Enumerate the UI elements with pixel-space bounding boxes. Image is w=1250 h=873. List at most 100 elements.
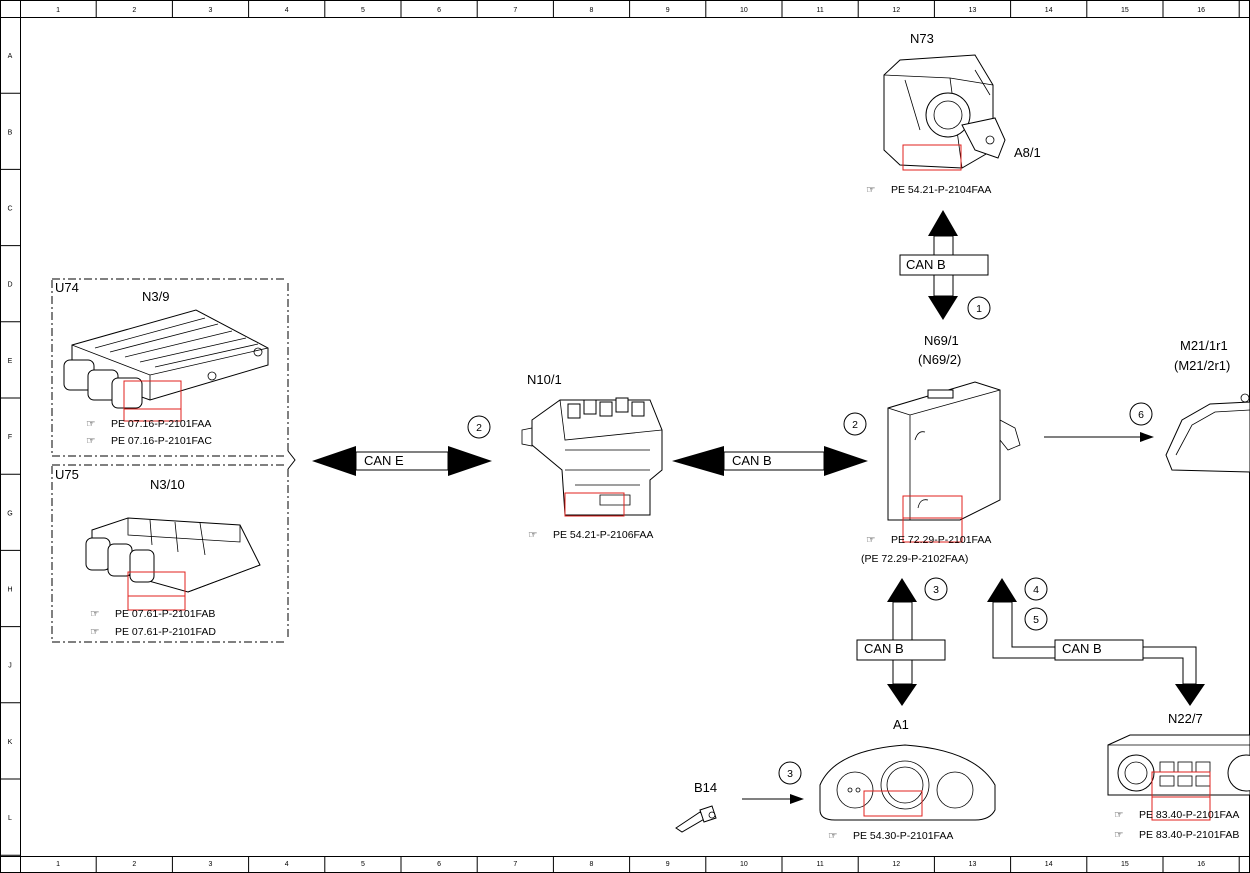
grid-column-number: 15 <box>1121 7 1129 14</box>
marker-6 <box>1129 402 1153 426</box>
can-e-link <box>312 446 492 476</box>
grid-column-number: 3 <box>209 7 213 14</box>
n10-1-ref-1: PE 54.21-P-2106FAA <box>553 529 653 541</box>
grid-column-ticks: 1122334455667788991010111112121313141415… <box>56 0 1240 873</box>
n3-9-ref-1: PE 07.16-P-2101FAA <box>111 418 211 430</box>
grid-column-number: 2 <box>132 7 136 14</box>
grid-column-number: 14 <box>1045 7 1053 14</box>
n69-1-label: N69/1 <box>924 333 959 348</box>
n73-highlight <box>902 144 962 171</box>
marker-3-bottom-text: 3 <box>787 768 793 780</box>
n69-1-module-drawing <box>887 381 1021 521</box>
a1-highlight <box>863 790 923 817</box>
grid-column-number: 12 <box>892 861 900 868</box>
n3-9-label: N3/9 <box>142 289 169 304</box>
can-b-right-label: CAN B <box>1062 641 1102 656</box>
n10-1-highlight <box>564 492 625 517</box>
can-b-mid-link <box>672 446 868 476</box>
a1-ref-1: PE 54.30-P-2101FAA <box>853 830 953 842</box>
n73-label: N73 <box>910 31 934 46</box>
n3-10-module-drawing <box>85 517 261 593</box>
grid-column-number: 8 <box>590 7 594 14</box>
grid-column-number: 10 <box>740 7 748 14</box>
can-b-down-label: CAN B <box>864 641 904 656</box>
a1-instrument-cluster-drawing <box>819 744 996 821</box>
grid-column-number: 13 <box>969 7 977 14</box>
marker-2-right <box>843 412 867 436</box>
n10-1-module-drawing <box>521 397 663 516</box>
grid-column-number: 5 <box>361 7 365 14</box>
grid-row-letter: B <box>8 129 13 136</box>
marker-5 <box>1024 607 1048 631</box>
grid-column-number: 9 <box>666 861 670 868</box>
n69-1-highlight-2 <box>902 517 963 543</box>
grid-column-number: 3 <box>209 861 213 868</box>
n3-9-module-drawing <box>63 309 269 409</box>
n69-1-ref-1: PE 72.29-P-2101FAA <box>891 534 991 546</box>
marker-4 <box>1024 577 1048 601</box>
marker-2-right-text: 2 <box>852 419 858 431</box>
grid-column-number: 7 <box>513 7 517 14</box>
grid-column-number: 15 <box>1121 861 1129 868</box>
grid-column-number: 8 <box>590 861 594 868</box>
grid-column-number: 5 <box>361 861 365 868</box>
marker-1-text: 1 <box>976 303 982 315</box>
n3-10-refs: ☞ PE 07.61-P-2101FAB ☞ PE 07.61-P-2101FA… <box>90 608 216 638</box>
grid-column-number: 12 <box>892 7 900 14</box>
n3-10-ref-1: PE 07.61-P-2101FAB <box>115 608 215 620</box>
can-b-down-link <box>856 578 946 706</box>
can-b-top-link <box>899 210 989 320</box>
grid-column-number: 4 <box>285 861 289 868</box>
grid-column-number: 6 <box>437 861 441 868</box>
grid-column-number: 6 <box>437 7 441 14</box>
marker-4-text: 4 <box>1033 584 1039 596</box>
group-u74-border <box>51 278 289 457</box>
n3-9-highlight-2 <box>123 408 182 422</box>
grid-column-number: 13 <box>969 861 977 868</box>
can-e-label: CAN E <box>364 453 404 468</box>
b14-arrowhead <box>790 794 804 804</box>
group-u75-label: U75 <box>55 467 79 482</box>
grid-row-letter: E <box>8 358 13 365</box>
n3-9-refs: ☞ PE 07.16-P-2101FAA ☞ PE 07.16-P-2101FA… <box>86 418 212 447</box>
n3-10-ref-2: PE 07.61-P-2101FAD <box>115 626 216 638</box>
n3-10-label: N3/10 <box>150 477 185 492</box>
n22-7-highlight-2 <box>1151 796 1211 821</box>
grid-column-number: 4 <box>285 7 289 14</box>
grid-column-number: 11 <box>816 7 823 14</box>
a8-1-label: A8/1 <box>1014 145 1041 160</box>
n73-ref-1: PE 54.21-P-2104FAA <box>891 184 991 196</box>
grid-row-letter: F <box>8 434 12 441</box>
group-u75-border <box>51 464 289 643</box>
marker-3-bottom <box>778 761 802 785</box>
m21-2r1-label: (M21/2r1) <box>1174 358 1230 373</box>
ref-pointer-icon: ☞ <box>90 626 99 638</box>
ref-pointer-icon: ☞ <box>90 608 99 620</box>
n10-1-label: N10/1 <box>527 372 562 387</box>
marker-2-left <box>467 415 491 439</box>
ref-pointer-icon: ☞ <box>866 534 875 546</box>
grid-column-number: 1 <box>56 861 60 868</box>
ref-pointer-icon: ☞ <box>866 184 875 196</box>
grid-column-number: 1 <box>56 7 60 14</box>
grid-row-letter: G <box>7 510 12 517</box>
grid-row-letter: A <box>8 53 13 60</box>
grid-row-letter: L <box>8 815 12 822</box>
n69-2-label: (N69/2) <box>918 352 961 367</box>
ref-pointer-icon: ☞ <box>86 435 95 447</box>
grid-column-number: 9 <box>666 7 670 14</box>
n22-7-ref-2: PE 83.40-P-2101FAB <box>1139 829 1239 841</box>
marker-6-text: 6 <box>1138 409 1144 421</box>
marker-5-text: 5 <box>1033 614 1039 626</box>
grid-row-letter: K <box>8 739 13 746</box>
group-u74-label: U74 <box>55 280 79 295</box>
can-b-mid-label: CAN B <box>732 453 772 468</box>
n69-1-ref-2: (PE 72.29-P-2102FAA) <box>861 553 968 565</box>
ref-pointer-icon: ☞ <box>828 830 837 842</box>
can-b-top-label: CAN B <box>906 257 946 272</box>
ref-pointer-icon: ☞ <box>86 418 95 430</box>
ref-pointer-icon: ☞ <box>1114 809 1123 821</box>
marker-2-left-text: 2 <box>476 422 482 434</box>
